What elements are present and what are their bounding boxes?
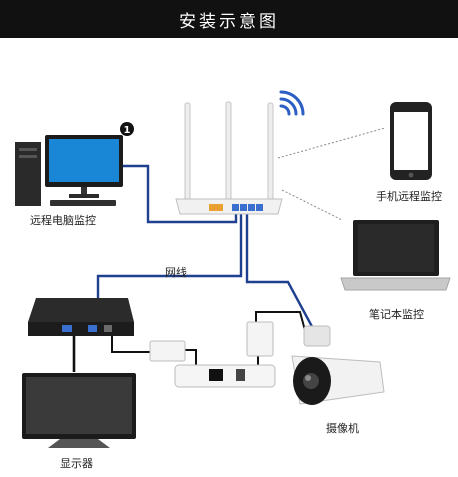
router bbox=[175, 101, 283, 215]
cable-nvr-power bbox=[111, 336, 150, 353]
power-adapter bbox=[149, 340, 186, 362]
pc-tower bbox=[15, 142, 41, 206]
phone-label: 手机远程监控 bbox=[376, 190, 442, 203]
cable-label: 网线 bbox=[165, 266, 187, 279]
lcd-monitor bbox=[22, 373, 136, 448]
router-lan-port-2 bbox=[240, 204, 247, 211]
router-antenna-left bbox=[184, 102, 191, 202]
camera-power-adapter bbox=[246, 321, 274, 357]
step-badge: 1 bbox=[120, 122, 134, 136]
pc-keyboard bbox=[50, 200, 116, 206]
wifi-icon bbox=[279, 90, 305, 116]
camera-label: 摄像机 bbox=[326, 422, 359, 435]
router-lan-port-1 bbox=[232, 204, 239, 211]
remote-pc-label: 远程电脑监控 bbox=[30, 214, 96, 227]
desktop-computer bbox=[15, 135, 123, 206]
router-lan-port-3 bbox=[248, 204, 255, 211]
page-title: 安装示意图 bbox=[179, 11, 279, 32]
cable-router-camera bbox=[245, 214, 318, 335]
router-body bbox=[175, 198, 283, 215]
title-bar: 安装示意图 bbox=[0, 0, 458, 38]
laptop bbox=[340, 220, 451, 291]
wifi-link-laptop bbox=[281, 189, 343, 221]
monitor-label: 显示器 bbox=[60, 457, 93, 470]
power-strip bbox=[174, 364, 276, 388]
wifi-link-phone bbox=[277, 127, 386, 159]
router-wan-port bbox=[209, 204, 223, 211]
cable-router-pc bbox=[122, 164, 238, 224]
laptop-label: 笔记本监控 bbox=[369, 308, 424, 321]
router-lan-port-4 bbox=[256, 204, 263, 211]
pc-monitor-screen bbox=[49, 139, 119, 182]
router-antenna-right bbox=[267, 102, 274, 202]
router-antenna-mid bbox=[225, 101, 232, 203]
cable-camera-power bbox=[255, 311, 307, 335]
nvr-recorder bbox=[28, 298, 134, 336]
smartphone bbox=[390, 102, 432, 180]
svg-text:1: 1 bbox=[124, 125, 131, 136]
bullet-camera bbox=[291, 325, 385, 405]
